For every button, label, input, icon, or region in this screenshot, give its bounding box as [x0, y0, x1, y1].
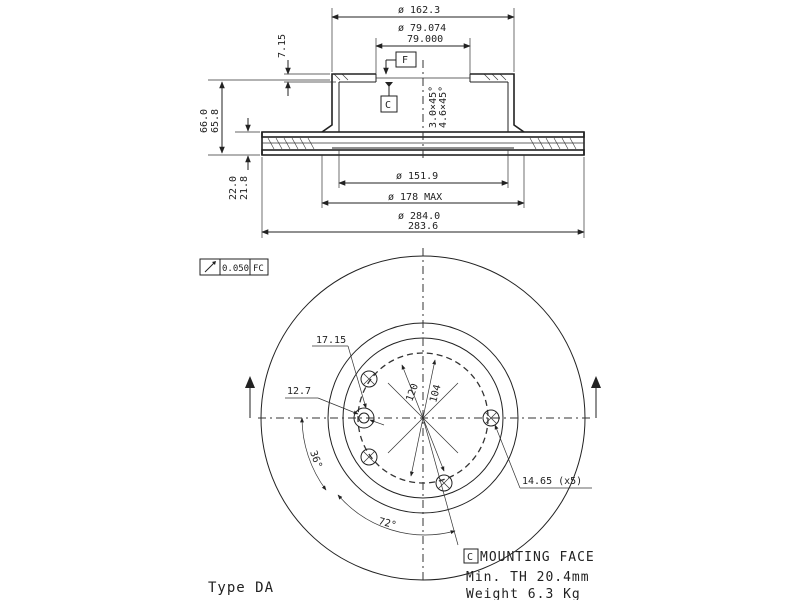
note-mounting-face: MOUNTING FACE	[480, 550, 595, 565]
dim-284: ø 284.0 283.6	[261, 157, 585, 238]
dim-1715-label: 17.15	[316, 335, 346, 346]
section-arrows	[245, 376, 601, 418]
note-datum-label: C	[467, 552, 473, 563]
dim-284-upper-label: ø 284.0	[398, 211, 440, 222]
note-type: Type DA	[208, 580, 274, 596]
chamfer-upper-label: 3.0×45°	[428, 86, 439, 128]
holes-label: 14.65 (x5)	[522, 476, 582, 487]
datum-c: C	[380, 82, 398, 113]
pcd-104-label: 104	[428, 383, 443, 403]
pcd-120-label: 120	[404, 382, 421, 403]
dim-depth: 7.15	[277, 34, 336, 96]
dim-thickness: 22.0 21.8	[228, 118, 260, 200]
dim-178: ø 178 MAX	[321, 155, 525, 208]
dim-thickness-lower-label: 21.8	[239, 176, 250, 200]
dim-162: ø 162.3	[331, 5, 515, 72]
bolt-hole	[360, 370, 378, 388]
dim-79: ø 79.074 79.000	[375, 23, 471, 74]
dim-151: ø 151.9	[338, 150, 509, 188]
front-view: 120 104 17.15 12.7 36° 72° 14.65 (x5)	[245, 248, 601, 582]
note-min-thickness: Min. TH 20.4mm	[466, 570, 590, 585]
vent-hatching	[267, 73, 577, 150]
datum-c-label: C	[385, 100, 391, 111]
tolerance-datum: FC	[253, 264, 264, 274]
chamfer-lower-label: 4.6×45°	[438, 86, 449, 128]
flag-f: F	[383, 51, 417, 75]
bolt-holes	[353, 370, 500, 492]
note-weight: Weight 6.3 Kg	[466, 587, 581, 600]
flag-f-label: F	[402, 55, 408, 66]
angle-72-label: 72°	[377, 516, 397, 531]
bolt-hole	[435, 474, 453, 492]
dim-height-lower-label: 65.8	[210, 109, 221, 133]
chamfer: 3.0×45° 4.6×45°	[428, 86, 449, 128]
dim-depth-label: 7.15	[277, 34, 288, 58]
runout-icon	[204, 261, 216, 273]
dim-127-label: 12.7	[287, 386, 311, 397]
notes: C MOUNTING FACE Min. TH 20.4mm Weight 6.…	[208, 548, 595, 600]
dim-151-label: ø 151.9	[396, 171, 438, 182]
note-datum-box	[463, 548, 479, 564]
dim-178-label: ø 178 MAX	[388, 192, 442, 203]
dim-height-upper-label: 66.0	[199, 109, 210, 133]
dim-284-lower-label: 283.6	[408, 221, 438, 232]
hat-section	[321, 60, 525, 160]
bolt-hole	[360, 448, 378, 466]
dim-162-label: ø 162.3	[398, 5, 440, 16]
runout-tolerance-frame: 0.050 FC	[199, 258, 269, 276]
section-view: ø 162.3 ø 79.074 79.000 F 7.15 C	[199, 5, 585, 238]
dim-79-lower-label: 79.000	[407, 34, 443, 45]
bolt-hole	[482, 409, 500, 427]
dim-thickness-upper-label: 22.0	[228, 176, 239, 200]
dim-79-upper-label: ø 79.074	[398, 23, 446, 34]
dim-height: 66.0 65.8	[199, 79, 330, 156]
angle-36-label: 36°	[307, 449, 324, 470]
tolerance-value: 0.050	[222, 264, 249, 274]
